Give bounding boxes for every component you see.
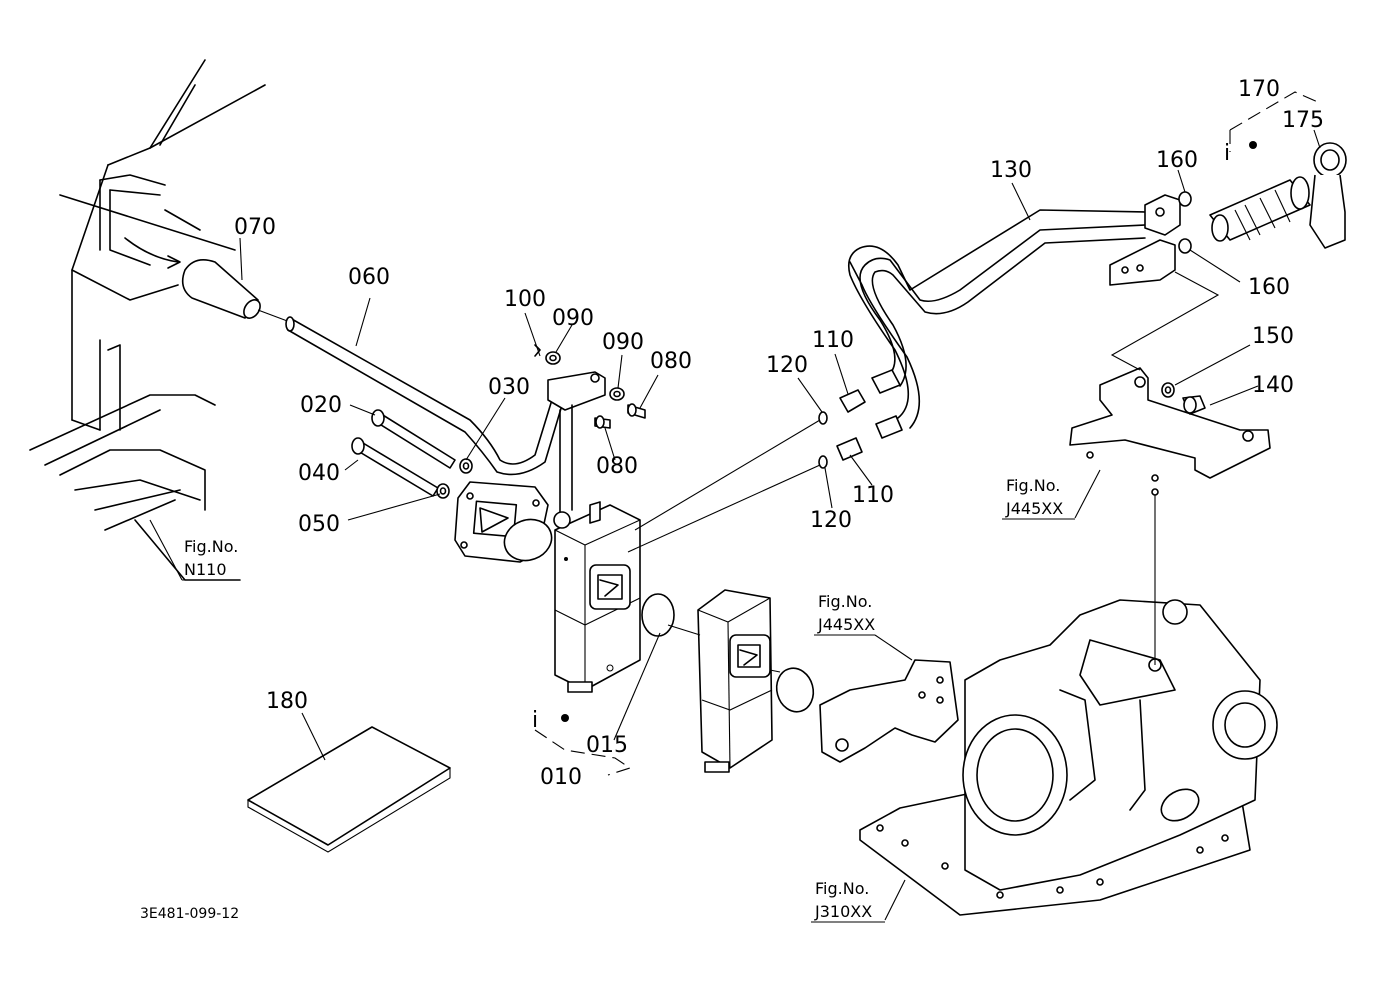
lever-rod	[285, 316, 566, 476]
part-label-175: 175	[1282, 108, 1324, 133]
figure-ref-j445xx-upper: Fig.No. J445XX	[1002, 476, 1075, 520]
dust-cap	[1309, 142, 1347, 249]
figure-ref-j445xx-lower: Fig.No. J445XX	[814, 592, 875, 636]
svg-text:J310XX: J310XX	[814, 902, 872, 921]
part-label-170: 170	[1238, 77, 1280, 102]
part-labels: 070 060 100 090 090 080 030 020 040 050 …	[234, 77, 1324, 790]
part-label-050: 050	[298, 512, 340, 537]
operator-manual	[247, 726, 451, 853]
drawing-code: 3E481-099-12	[140, 906, 239, 922]
part-label-030: 030	[488, 375, 530, 400]
coupler-bracket	[1069, 367, 1271, 496]
part-label-120b: 120	[810, 508, 852, 533]
tractor-fender-outline	[29, 59, 266, 581]
lever-knob	[181, 259, 291, 323]
svg-text:Fig.No.: Fig.No.	[184, 537, 238, 556]
svg-text:Fig.No.: Fig.No.	[1006, 476, 1060, 495]
svg-text:i: i	[1224, 141, 1230, 166]
part-label-060: 060	[348, 265, 390, 290]
part-label-090a: 090	[552, 306, 594, 331]
o-ring-160-upper	[1178, 191, 1192, 207]
figure-ref-n110: Fig.No. N110	[182, 537, 240, 581]
o-ring	[641, 593, 675, 637]
part-label-140: 140	[1252, 373, 1294, 398]
svg-text:Fig.No.: Fig.No.	[815, 879, 869, 898]
mounting-bolts	[351, 409, 473, 499]
svg-text:N110: N110	[184, 560, 227, 579]
part-label-080a: 080	[650, 349, 692, 374]
part-label-130: 130	[990, 158, 1032, 183]
o-ring-160-lower	[1178, 238, 1192, 254]
reference-markers: i i	[532, 141, 1257, 733]
pipe-fittings	[818, 369, 903, 469]
svg-text:J445XX: J445XX	[817, 615, 875, 634]
control-valve	[553, 501, 641, 693]
leader-lines	[149, 129, 1321, 921]
part-label-080b: 080	[596, 454, 638, 479]
figure-ref-j310xx: Fig.No. J310XX	[811, 879, 885, 923]
part-label-040: 040	[298, 461, 340, 486]
part-label-070: 070	[234, 215, 276, 240]
part-label-150: 150	[1252, 324, 1294, 349]
flange-plate	[454, 481, 553, 563]
part-label-020: 020	[300, 393, 342, 418]
part-label-015: 015	[586, 733, 628, 758]
valve-section	[697, 589, 773, 773]
part-label-160b: 160	[1248, 275, 1290, 300]
part-label-180: 180	[266, 689, 308, 714]
quick-coupler	[1209, 176, 1311, 242]
svg-text:i: i	[532, 708, 538, 733]
part-label-010: 010	[540, 765, 582, 790]
part-label-110a: 110	[812, 328, 854, 353]
part-label-120a: 120	[766, 353, 808, 378]
lever-bracket	[534, 344, 646, 521]
part-label-100: 100	[504, 287, 546, 312]
svg-text:J445XX: J445XX	[1005, 499, 1063, 518]
svg-text:Fig.No.: Fig.No.	[818, 592, 872, 611]
part-label-090b: 090	[602, 330, 644, 355]
valve-bracket	[819, 659, 959, 763]
part-label-160a: 160	[1156, 148, 1198, 173]
transmission-housing	[859, 599, 1278, 916]
part-label-110b: 110	[852, 483, 894, 508]
hydraulic-pipes	[847, 194, 1181, 429]
gasket-ring	[775, 667, 815, 713]
projection-lines	[534, 91, 1321, 776]
